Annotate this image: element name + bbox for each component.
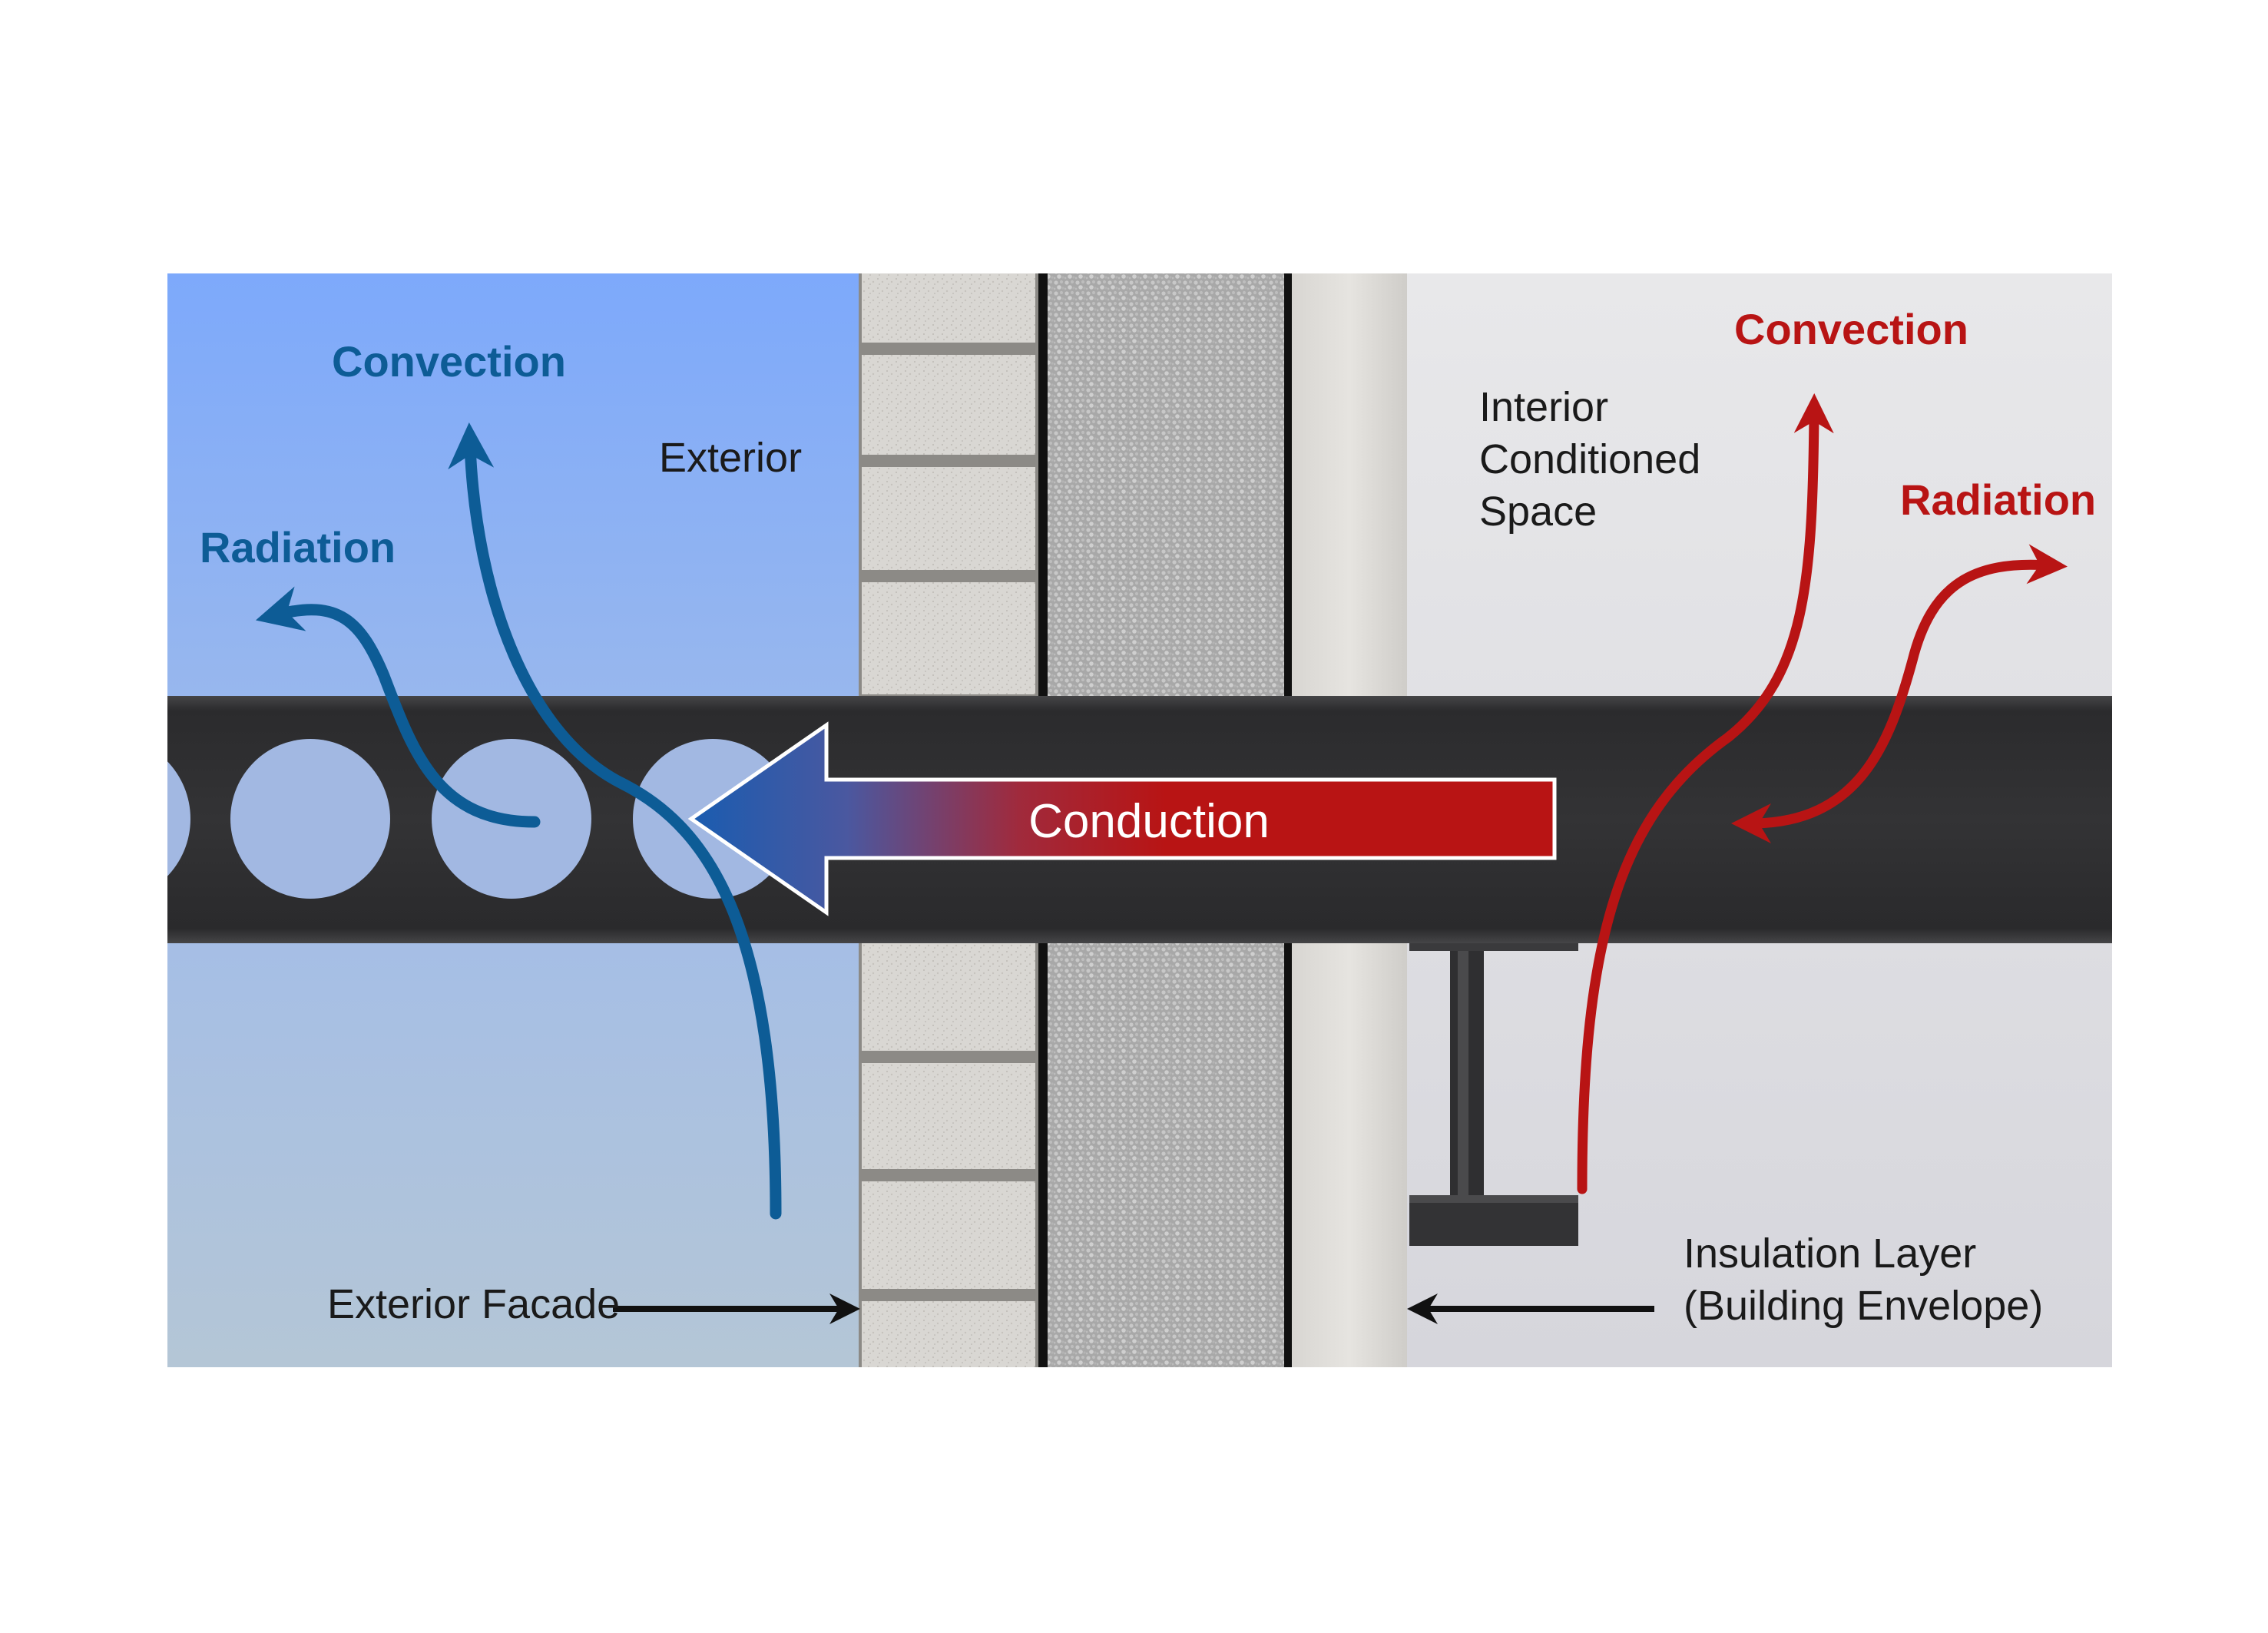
interior-label-line-3: Space [1479, 489, 1597, 535]
interior-radiation-label: Radiation [1900, 475, 2096, 524]
insulation-label-line-1: Insulation Layer [1684, 1231, 1976, 1277]
insulation-layer-label: Insulation Layer (Building Envelope) [1684, 1231, 2043, 1329]
interior-label-line-1: Interior [1479, 384, 1608, 430]
beam-hole [230, 739, 390, 899]
conduction-arrow [687, 721, 1557, 916]
exterior-label: Exterior [659, 435, 802, 481]
insulation-label-line-2: (Building Envelope) [1684, 1283, 2043, 1329]
exterior-convection-label: Convection [332, 337, 566, 386]
interior-convection-label: Convection [1734, 305, 1968, 353]
interior-radiation-arrow [1731, 544, 2068, 843]
exterior-facade-label: Exterior Facade [327, 1281, 620, 1327]
exterior-convection-arrow [448, 422, 782, 1220]
exterior-radiation-arrow [255, 586, 541, 828]
conduction-label: Conduction [1028, 795, 1270, 848]
exterior-radiation-label: Radiation [200, 523, 396, 571]
interior-label-line-2: Conditioned [1479, 436, 1700, 482]
support-column [1409, 937, 1578, 1246]
interior-space-label: Interior Conditioned Space [1479, 384, 1700, 535]
